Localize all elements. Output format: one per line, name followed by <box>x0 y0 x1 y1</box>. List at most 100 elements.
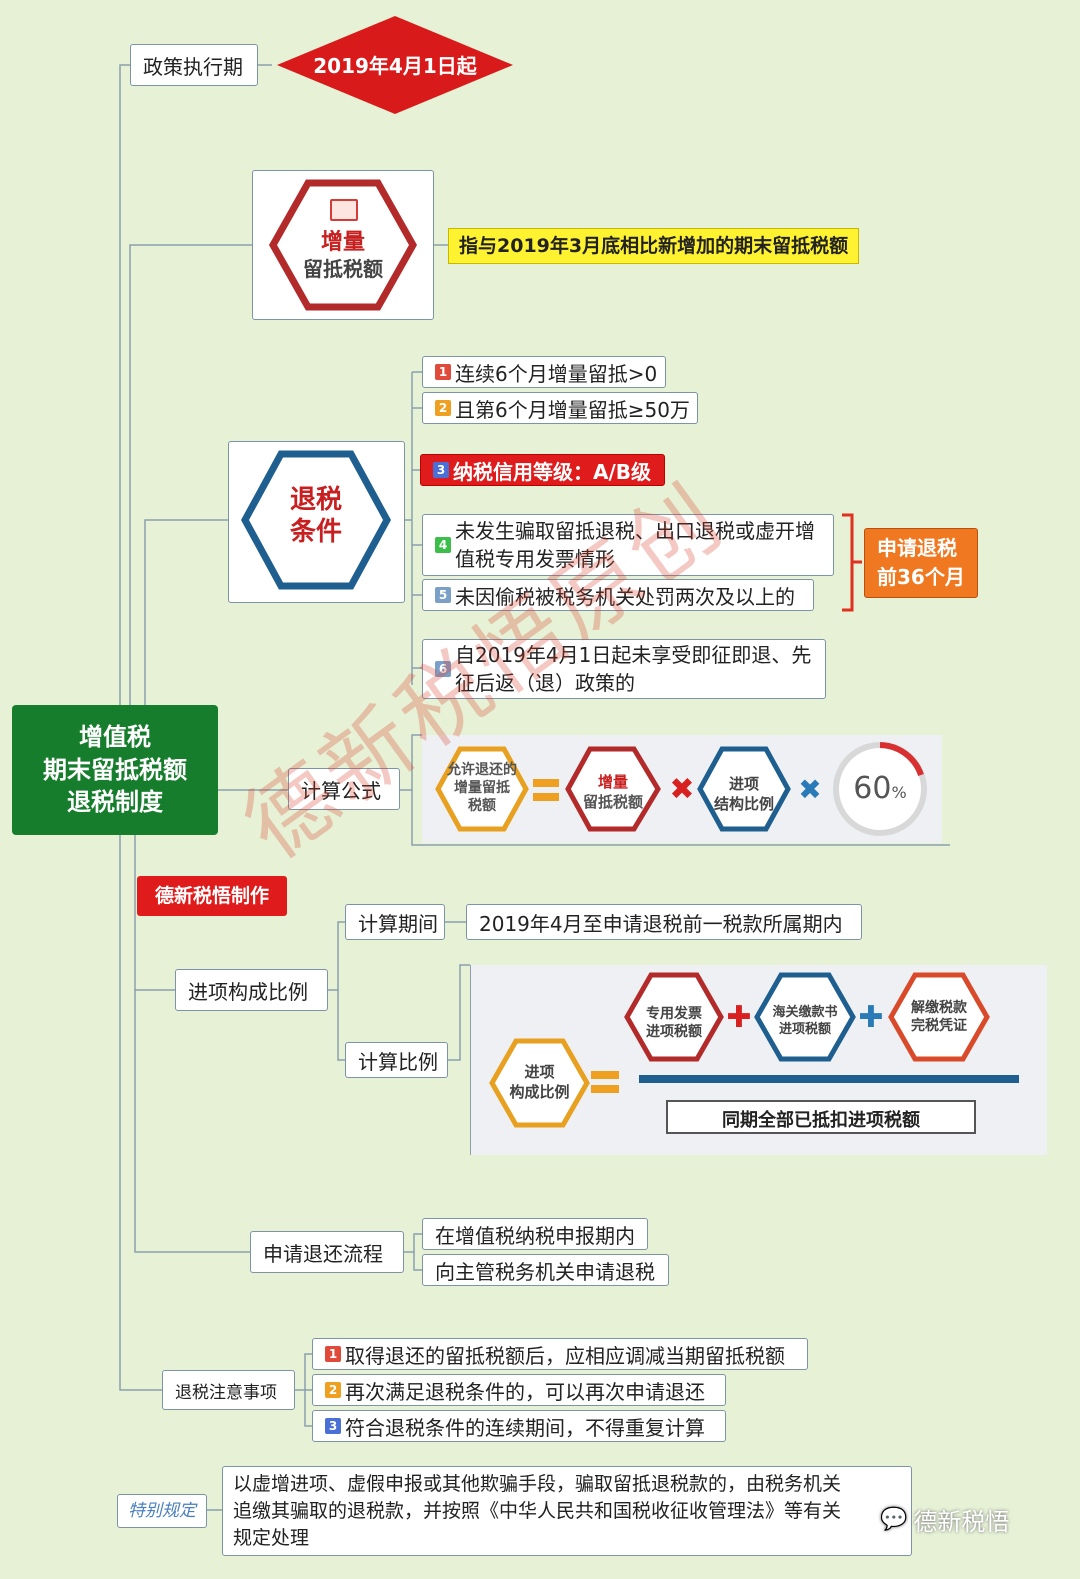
notes-label: 退税注意事项 <box>175 1382 277 1403</box>
policy-node[interactable]: 政策执行期 <box>130 44 258 86</box>
number-badge: 2 <box>435 400 451 416</box>
special-line3: 规定处理 <box>233 1527 310 1549</box>
formula-hex3-text: 进项 结构比例 <box>700 775 788 814</box>
number-badge: 1 <box>325 1346 341 1362</box>
percent-gauge: 60% <box>836 771 924 806</box>
svg-text:✚: ✚ <box>858 1000 883 1035</box>
condition-item-3[interactable]: 3 纳税信用等级：A/B级 <box>420 454 665 486</box>
ratio-hex-c-line1: 解缴税款 <box>911 1000 967 1016</box>
condition-text-line2: 值税专用发票情形 <box>455 547 615 571</box>
ratio-shapes: ✚ ✚ <box>489 972 1019 1134</box>
period-node[interactable]: 计算期间 <box>345 904 445 940</box>
formula-label: 计算公式 <box>301 778 381 803</box>
conditions-hex-line2: 条件 <box>289 517 342 547</box>
denominator: 同期全部已抵扣进项税额 <box>722 1110 920 1131</box>
period-value[interactable]: 2019年4月至申请退税前一税款所属期内 <box>466 904 862 940</box>
ratio-hex-a-line1: 专用发票 <box>646 1006 702 1022</box>
formula-hex1-line3: 税额 <box>468 798 496 815</box>
ratio-left-hex-line2: 构成比例 <box>509 1082 570 1101</box>
conditions-hex-card[interactable]: 退税 条件 <box>228 441 405 603</box>
ratio-hex-c-text: 解缴税款 完税凭证 <box>891 999 987 1035</box>
note-item-1[interactable]: 1 取得退还的留抵税额后，应相应调减当期留抵税额 <box>312 1338 808 1370</box>
root-line1: 增值税 <box>79 723 151 752</box>
maker-tag: 德新税悟制作 <box>137 876 287 916</box>
formula-node[interactable]: 计算公式 <box>288 768 400 810</box>
number-badge: 5 <box>435 587 451 603</box>
formula-shapes: ✖ ✖ <box>435 742 927 836</box>
ratio-panel: ✚ ✚ 进项 构成比例 专用发票 进项税额 海关缴款书 进项税额 解缴税款 完税… <box>470 965 1047 1155</box>
period-label: 计算期间 <box>358 911 438 936</box>
increment-hex-line1: 增量 <box>320 230 365 255</box>
brand-name: 德新税悟 <box>913 1508 1010 1536</box>
formula-panel: ✖ ✖ 允许退还的 增量留抵 税额 增量 留抵税额 进项 结构比例 60% <box>422 735 942 843</box>
process-node[interactable]: 申请退还流程 <box>250 1231 404 1273</box>
increment-hex-line2: 留抵税额 <box>303 257 383 281</box>
period-value-text: 2019年4月至申请退税前一税款所属期内 <box>479 911 843 936</box>
process-label: 申请退还流程 <box>263 1241 383 1266</box>
svg-text:✚: ✚ <box>726 1000 751 1035</box>
condition-text-line1: 自2019年4月1日起未享受即征即退、先 <box>455 643 812 667</box>
condition-text: 且第6个月增量留抵≥50万 <box>455 397 690 422</box>
ratio-hex-b-text: 海关缴款书 进项税额 <box>755 1005 855 1039</box>
process-step-2-text: 向主管税务机关申请退税 <box>435 1259 655 1284</box>
special-content[interactable]: 以虚增进项、虚假申报或其他欺骗手段，骗取留抵退税款的，由税务机关 追缴其骗取的退… <box>222 1466 912 1556</box>
policy-date: 2019年4月1日起 <box>313 54 477 78</box>
percent-value: 60 <box>853 771 892 806</box>
process-step-1[interactable]: 在增值税纳税申报期内 <box>422 1218 648 1250</box>
special-line2: 追缴其骗取的退税款，并按照《中华人民共和国税收征收管理法》等有关 <box>233 1500 842 1522</box>
note-item-2[interactable]: 2 再次满足退税条件的，可以再次申请退还 <box>312 1374 726 1406</box>
formula-hex1-line2: 增量留抵 <box>454 780 510 797</box>
note-text: 再次满足退税条件的，可以再次申请退还 <box>345 1379 705 1404</box>
formula-hex3-line2: 结构比例 <box>713 794 774 813</box>
wechat-icon: 💬 <box>880 1507 908 1532</box>
number-badge: 6 <box>435 661 451 677</box>
condition-text: 未因偷税被税务机关处罚两次及以上的 <box>455 584 795 609</box>
increment-hex-card[interactable]: 增量 留抵税额 <box>252 170 434 320</box>
formula-hex2-line2: 留抵税额 <box>582 792 643 811</box>
condition-item-5[interactable]: 5 未因偷税被税务机关处罚两次及以上的 <box>422 579 814 611</box>
special-label[interactable]: 特别规定 <box>117 1494 207 1528</box>
hexagon-frame <box>241 450 391 590</box>
ratio-hex-a-text: 专用发票 进项税额 <box>627 1005 721 1041</box>
note-text: 取得退还的留抵税额后，应相应调减当期留抵税额 <box>345 1343 785 1368</box>
svg-text:✖: ✖ <box>669 772 694 807</box>
notes-node[interactable]: 退税注意事项 <box>162 1370 295 1410</box>
ratio-label: 进项构成比例 <box>188 979 308 1004</box>
percent-unit: % <box>891 783 907 802</box>
number-badge: 4 <box>435 537 451 553</box>
process-step-2[interactable]: 向主管税务机关申请退税 <box>422 1254 669 1286</box>
svg-text:✖: ✖ <box>798 773 821 806</box>
condition-item-2[interactable]: 2 且第6个月增量留抵≥50万 <box>422 392 698 424</box>
ratio-hex-c-line2: 完税凭证 <box>911 1018 967 1035</box>
calc-ratio-node[interactable]: 计算比例 <box>345 1042 448 1078</box>
root-node[interactable]: 增值税 期末留抵税额 退税制度 <box>12 705 218 835</box>
condition-text-line1: 未发生骗取留抵退税、出口退税或虚开增 <box>455 519 815 543</box>
ratio-node[interactable]: 进项构成比例 <box>175 969 328 1011</box>
invoice-icon <box>330 199 358 221</box>
conditions-hex-line1: 退税 <box>289 485 342 515</box>
condition-text: 纳税信用等级：A/B级 <box>453 459 652 484</box>
number-badge: 3 <box>433 462 449 478</box>
calc-ratio-label: 计算比例 <box>358 1049 438 1074</box>
policy-label: 政策执行期 <box>143 54 243 79</box>
condition-item-4[interactable]: 4 未发生骗取留抵退税、出口退税或虚开增 值税专用发票情形 <box>422 514 834 576</box>
condition-text: 连续6个月增量留抵>0 <box>455 361 658 386</box>
condition-item-6[interactable]: 6 自2019年4月1日起未享受即征即退、先 征后返（退）政策的 <box>422 639 826 699</box>
bracket-line2: 前36个月 <box>877 565 965 589</box>
formula-hex3-line1: 进项 <box>728 775 759 793</box>
ratio-left-hex-line1: 进项 <box>524 1063 555 1081</box>
brand-watermark: 💬 德新税悟 <box>880 1502 1009 1537</box>
condition-item-1[interactable]: 1 连续6个月增量留抵>0 <box>422 356 666 388</box>
condition-text-line2: 征后返（退）政策的 <box>455 671 635 695</box>
number-badge: 3 <box>325 1418 341 1434</box>
note-item-3[interactable]: 3 符合退税条件的连续期间，不得重复计算 <box>312 1410 726 1442</box>
ratio-hex-b-line2: 进项税额 <box>778 1021 831 1037</box>
ratio-left-hex-text: 进项 构成比例 <box>492 1063 587 1102</box>
increment-definition[interactable]: 指与2019年3月底相比新增加的期末留抵税额 <box>448 228 860 264</box>
ratio-hex-b-line1: 海关缴款书 <box>772 1005 838 1020</box>
formula-hex1-line1: 允许退还的 <box>447 762 517 778</box>
bracket-label[interactable]: 申请退税 前36个月 <box>864 528 978 598</box>
formula-hex2-text: 增量 留抵税额 <box>568 773 658 812</box>
number-badge: 1 <box>435 364 451 380</box>
